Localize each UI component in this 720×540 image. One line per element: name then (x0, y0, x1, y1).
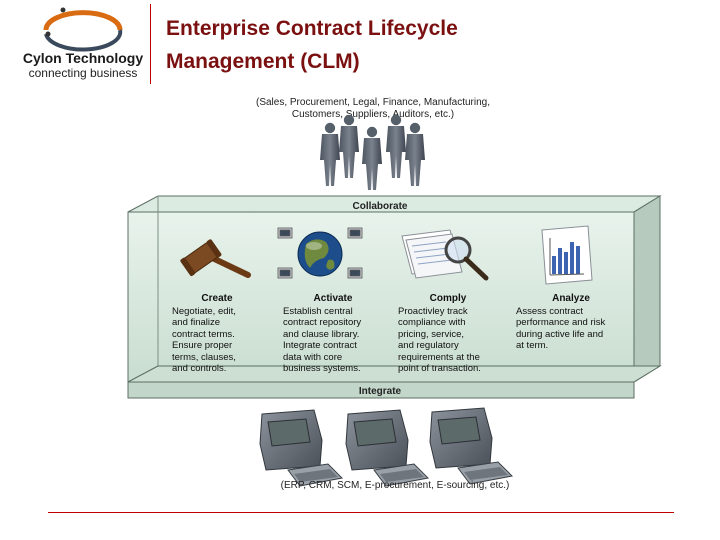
column-line: requirements at the (398, 352, 498, 364)
column-line: data with core (283, 352, 383, 364)
column-line: Integrate contract (283, 340, 383, 352)
column-activate: Activate Establish central contract repo… (283, 293, 383, 375)
integrate-label: Integrate (330, 386, 430, 398)
column-heading: Activate (283, 293, 383, 305)
terminal-computer-icon (260, 410, 342, 486)
person-icon (320, 123, 340, 186)
terminal-computer-icon (430, 408, 512, 484)
column-line: point of transaction. (398, 363, 498, 375)
column-line: at term. (516, 340, 626, 352)
bar-chart-report-icon (542, 226, 592, 284)
column-line: Proactivley track (398, 306, 498, 318)
column-heading: Create (172, 293, 262, 305)
column-line: and finalize (172, 317, 262, 329)
column-line: Ensure proper (172, 340, 262, 352)
column-line: pricing, service, (398, 329, 498, 341)
column-line: and controls. (172, 363, 262, 375)
collaborate-label: Collaborate (330, 201, 430, 213)
systems-caption: (ERP, CRM, SCM, E-procurement, E-sourcin… (250, 480, 540, 492)
footer-divider (48, 512, 674, 513)
people-group (320, 115, 425, 190)
column-line: Assess contract (516, 306, 626, 318)
column-line: business systems. (283, 363, 383, 375)
computers-group (260, 408, 512, 486)
column-comply: Comply Proactivley track compliance with… (398, 293, 498, 375)
column-line: compliance with (398, 317, 498, 329)
column-line: Establish central (283, 306, 383, 318)
person-icon (362, 127, 382, 190)
person-icon (405, 123, 425, 186)
column-line: performance and risk (516, 317, 626, 329)
column-line: contract repository (283, 317, 383, 329)
terminal-computer-icon (346, 410, 428, 486)
column-line: contract terms. (172, 329, 262, 341)
column-analyze: Analyze Assess contract performance and … (516, 293, 626, 352)
column-line: and regulatory (398, 340, 498, 352)
column-line: Negotiate, edit, (172, 306, 262, 318)
column-line: during active life and (516, 329, 626, 341)
person-icon (386, 115, 406, 178)
column-line: and clause library. (283, 329, 383, 341)
person-icon (339, 115, 359, 178)
column-create: Create Negotiate, edit, and finalize con… (172, 293, 262, 375)
column-heading: Comply (398, 293, 498, 305)
column-line: terms, clauses, (172, 352, 262, 364)
column-heading: Analyze (516, 293, 626, 305)
